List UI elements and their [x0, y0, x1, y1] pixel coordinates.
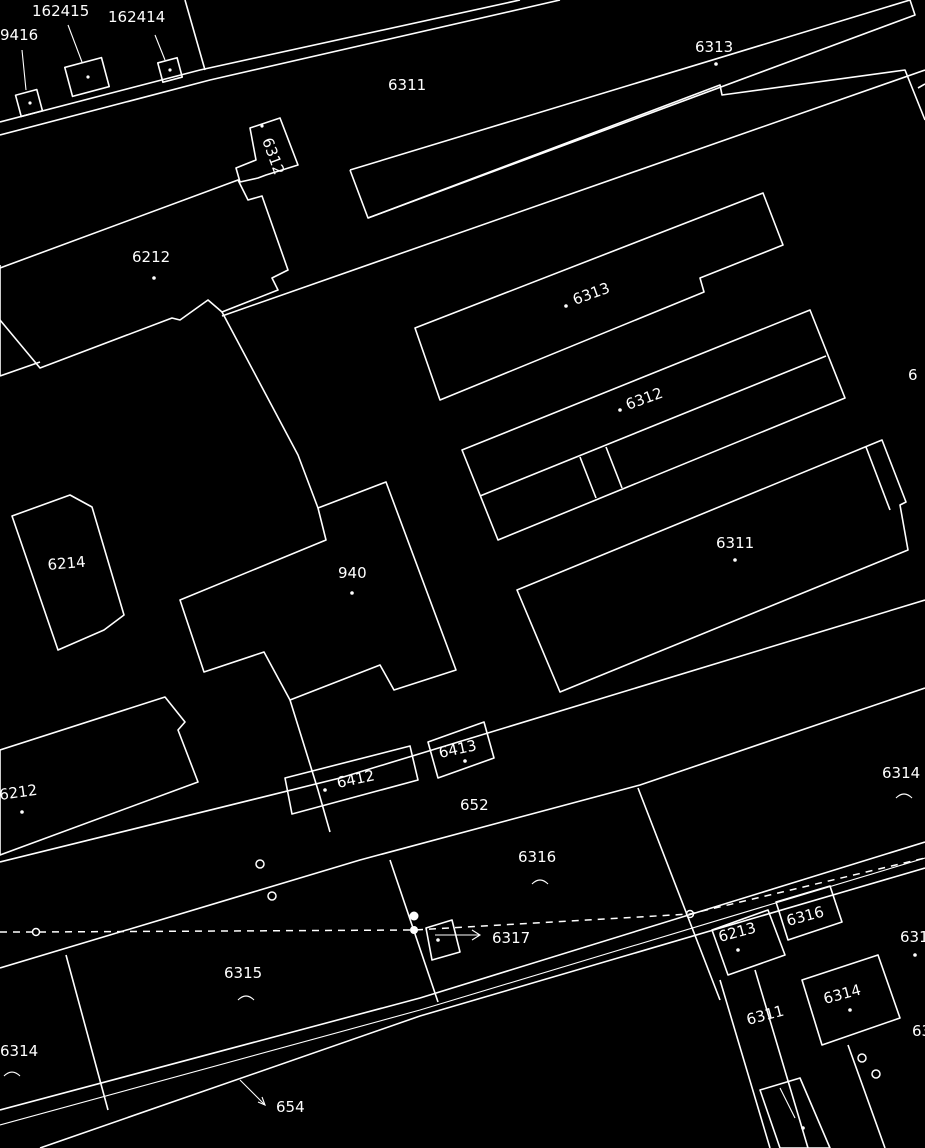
parcel-label: 6315 [224, 964, 262, 982]
boundary-line [221, 69, 925, 509]
building-outline [284, 745, 419, 815]
parcel-label: 6213 [716, 919, 758, 946]
parcel-label: 6314 [0, 1042, 38, 1060]
parcel-label: 6316 [518, 848, 556, 866]
parcel-label: 6413 [437, 736, 478, 762]
parcel-label: 6311 [716, 534, 754, 552]
parcel-label: 632 [912, 1022, 925, 1040]
building-outline [461, 309, 846, 541]
building-outline [0, 179, 289, 377]
parcel-label: 6314 [821, 981, 863, 1008]
parcel-label: 6312 [623, 384, 665, 414]
parcel-boundary [65, 787, 901, 1148]
parcel-label: 6313 [695, 38, 733, 56]
parcel-label: 6313 [570, 279, 612, 309]
label-marks [3, 793, 913, 1077]
parcel-label: 6317 [900, 928, 925, 946]
parcel-label: 6314 [882, 764, 920, 782]
parcel-label: 6412 [335, 766, 376, 792]
building-outline [0, 696, 199, 856]
parcel-label: 6311 [388, 76, 426, 94]
boundary-line [289, 699, 331, 833]
parcel-label: 9416 [0, 26, 38, 44]
building-outline [414, 192, 784, 401]
parcel-label: 162415 [32, 2, 89, 20]
parcel-points [20, 62, 917, 1130]
road [0, 599, 925, 969]
building-outline [11, 494, 125, 651]
building-outline [349, 0, 925, 219]
parcel-labels: 9416 162415 162414 6313 6311 6312 6212 6… [0, 2, 925, 1116]
parcel-label: 162414 [108, 8, 165, 26]
parcel-label: 6214 [47, 553, 87, 574]
building-outline [179, 481, 457, 701]
top-road [0, 0, 561, 136]
parcel-label: 6212 [0, 781, 38, 804]
building-outline [427, 721, 495, 779]
parcel-label: 6317 [492, 929, 530, 947]
parcel-label: 6312 [258, 135, 288, 177]
parcel-label: 6311 [744, 1002, 786, 1029]
parcel-label: 6 [908, 366, 918, 384]
parcel-label: 940 [338, 564, 367, 582]
building-outline [235, 117, 299, 183]
parcel-label: 6212 [132, 248, 170, 266]
building-outline [516, 439, 909, 693]
survey-line [0, 857, 925, 1079]
parcel-label: 654 [276, 1098, 305, 1116]
parcel-label: 652 [460, 796, 489, 814]
road [0, 841, 925, 1148]
